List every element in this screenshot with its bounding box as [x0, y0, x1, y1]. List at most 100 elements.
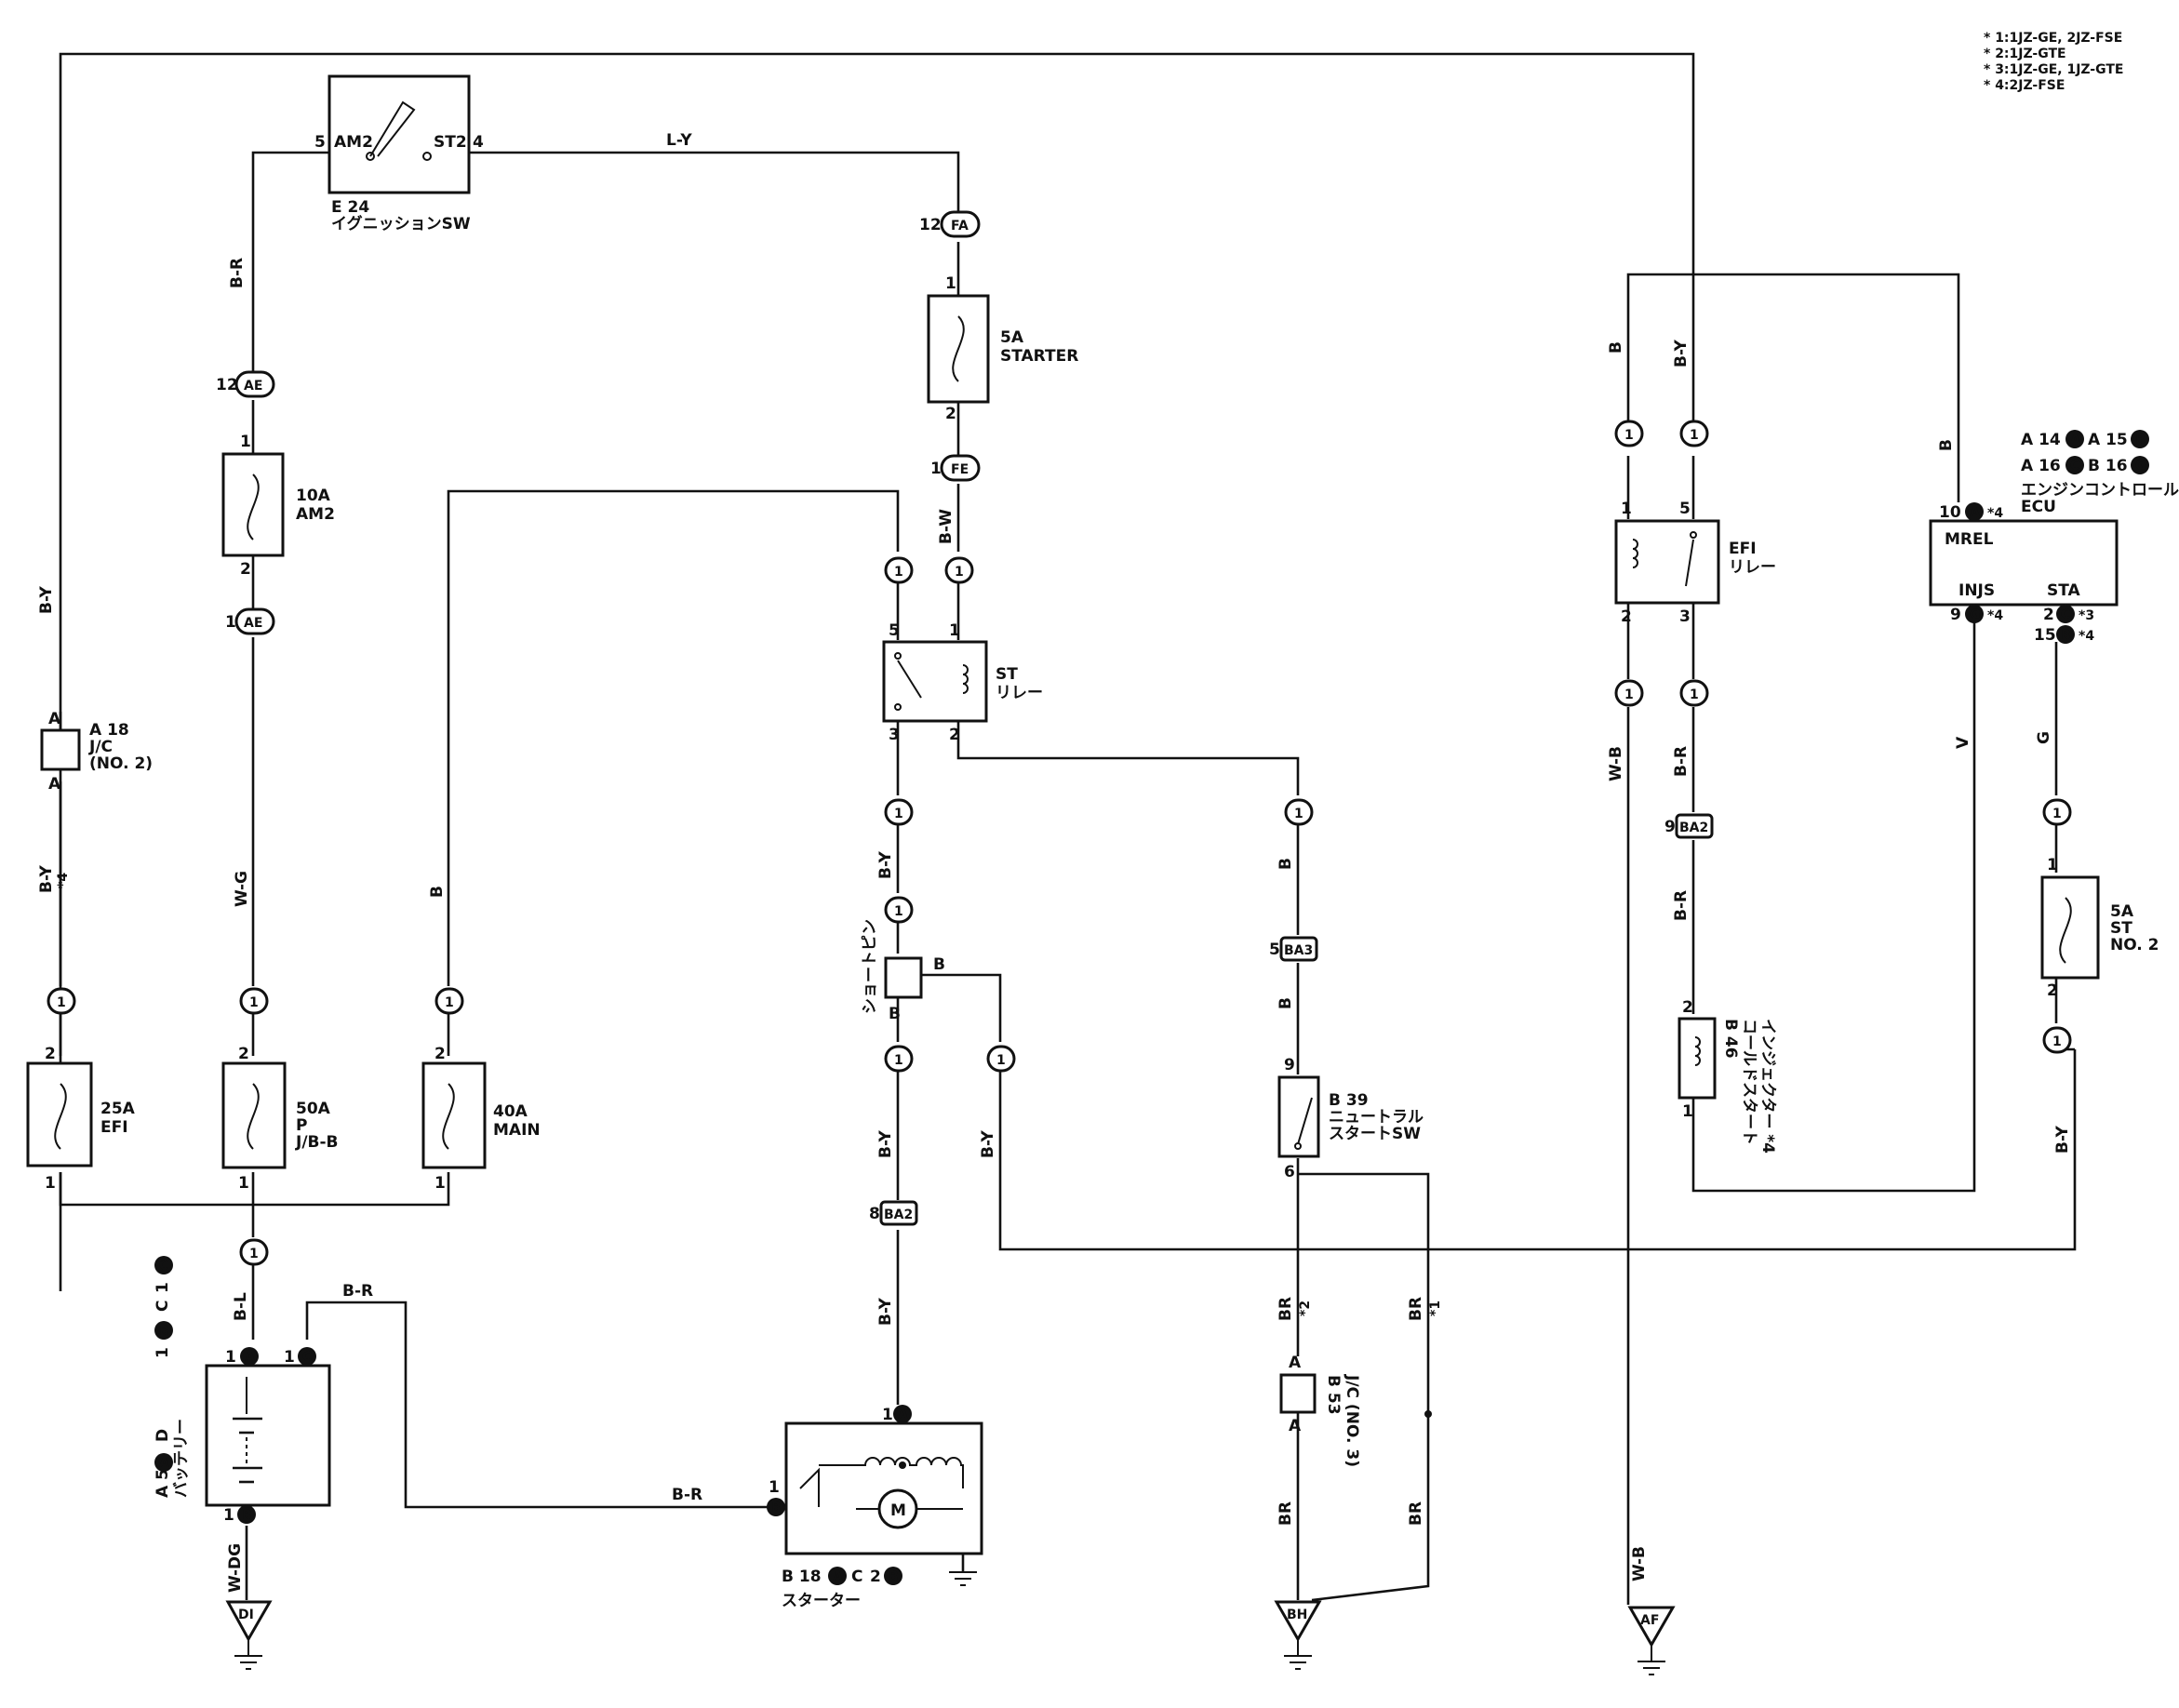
wire-label: B-R	[342, 1282, 373, 1301]
pin-mark: *3	[2079, 608, 2094, 623]
cold-start-sub: インジェクター *4	[1758, 1019, 1777, 1154]
pin-label: 2	[240, 560, 251, 579]
connector-one: 1	[57, 995, 66, 1010]
battery-pin: 1	[154, 1347, 172, 1358]
pin-mark: *4	[1987, 506, 2003, 521]
st-relay-name: ST	[996, 665, 1018, 684]
pin-label: 15	[2034, 626, 2056, 645]
connector-one: 1	[1690, 428, 1699, 443]
ignition-switch: 5 AM2 ST2 4 E 24 イグニッションSW	[314, 74, 484, 234]
circle-letter: C	[2061, 607, 2070, 622]
wire-label: B-R	[1672, 746, 1691, 777]
wire-mark: *2	[1298, 1301, 1313, 1316]
pin-label: 1	[1621, 500, 1632, 518]
pin-label: 12	[919, 216, 942, 234]
pin-label: 1	[2047, 856, 2058, 874]
battery-name: バッテリー	[172, 1419, 191, 1498]
wire-label: G	[2035, 731, 2053, 744]
short-pin: B B ショートピン	[861, 919, 945, 1023]
pin-label: 1	[1682, 1102, 1693, 1121]
legend-line: * 4:2JZ-FSE	[1984, 78, 2065, 93]
jc-pin: A	[1289, 1354, 1302, 1372]
connector-one: 1	[894, 904, 903, 919]
pin-label: 1	[238, 1174, 249, 1193]
pin-label: 2	[2043, 606, 2054, 624]
fuse-name: AM2	[296, 505, 335, 524]
wire-label: B-Y	[979, 1129, 997, 1158]
pin-mark: *4	[1987, 608, 2003, 623]
connector-ba2: BA2	[1679, 821, 1708, 835]
pin-label: 6	[1284, 1163, 1295, 1181]
circle-letter: B	[2135, 433, 2146, 447]
ecu-sub: ECU	[2021, 498, 2056, 516]
connector-one: 1	[1690, 687, 1699, 702]
circle-letter: B	[771, 1501, 782, 1515]
fuse-st-no2: 1 2 5A ST NO. 2	[2040, 856, 2159, 1000]
circle-letter: A	[898, 1408, 908, 1422]
wire-label: B-Y	[37, 585, 56, 614]
wire-label: W-B	[1630, 1546, 1649, 1581]
connector-one: 1	[249, 995, 259, 1010]
efi-relay: 1 5 2 3 EFI リレー	[1614, 500, 1776, 626]
short-pin-pin: B	[933, 955, 945, 974]
pin-label: 2	[949, 726, 960, 744]
connector-one: 1	[894, 807, 903, 821]
connector-one: 1	[249, 1247, 259, 1261]
connector-one: 1	[445, 995, 454, 1010]
wire-label: B	[1277, 858, 1295, 870]
jc-name: J/C	[88, 738, 113, 756]
short-pin-pin: B	[889, 1005, 901, 1023]
ground-bh: BH	[1274, 1600, 1322, 1670]
ignition-pin-right: 4	[473, 133, 484, 152]
wire-mark: *1	[1428, 1301, 1443, 1316]
connector-one: 1	[996, 1053, 1006, 1068]
starter-ref-c: C	[851, 1568, 862, 1586]
circle-letter: A	[833, 1569, 843, 1584]
pin-label: 5	[1679, 500, 1691, 518]
circle-letter: A	[2070, 433, 2080, 447]
connector-one-group: 1 1 1 1 1 1 1 1 1 1 1 1 1 1 1 1 1	[47, 420, 2072, 1266]
connector-one: 1	[2052, 807, 2062, 821]
pin-label: 9	[1284, 1056, 1295, 1074]
wire-label-ly: L-Y	[666, 131, 692, 150]
wire-label: B-Y	[37, 864, 56, 893]
fuse-amp: 50A	[296, 1100, 331, 1118]
pin-label: 2	[1621, 607, 1632, 626]
cold-start-name: コールドスタート	[1740, 1019, 1758, 1145]
wire-label: B-W	[937, 509, 956, 544]
fuse-amp: 5A	[2110, 902, 2134, 921]
fuse-amp: 5A	[1000, 328, 1024, 347]
wire-label: V	[1954, 736, 1972, 749]
jc-pin: A	[1289, 1417, 1302, 1435]
circle-letter: B	[159, 1324, 169, 1339]
wire-label: B-Y	[1672, 339, 1691, 367]
ignition-am2-label: AM2	[334, 133, 373, 152]
legend-line: * 2:1JZ-GTE	[1984, 47, 2066, 61]
fuse-name: P	[296, 1116, 307, 1135]
circle-letter: B	[2061, 628, 2071, 643]
connector-one: 1	[955, 565, 964, 580]
circle-letter: A	[159, 1456, 169, 1471]
ignition-switch-id: E 24	[331, 198, 369, 217]
fuse-main: 2 1 40A MAIN	[421, 1045, 541, 1193]
circle-letter: A	[245, 1350, 255, 1365]
fuse-p: 2 1 50A P J/B-B	[221, 1045, 339, 1193]
circle-letter: B	[242, 1508, 252, 1523]
ignition-switch-name: イグニッションSW	[331, 214, 471, 234]
ecu-injs-label: INJS	[1958, 581, 1995, 600]
pin-label: 5	[1269, 941, 1280, 959]
starter-pin: 1	[882, 1406, 893, 1424]
circle-letter: C	[302, 1350, 312, 1365]
wire-label: W-G	[233, 871, 251, 907]
connector-one: 1	[1624, 687, 1634, 702]
circle-letter: C	[159, 1259, 168, 1274]
circle-letter: G	[1970, 607, 1981, 622]
battery-ref-d: D	[154, 1429, 172, 1442]
circle-letter: C	[2070, 459, 2079, 474]
battery: A 1 C 1 B 1 A 52 A D バッテリー 1 B C 1 C	[154, 1256, 331, 1525]
fuse-amp: 25A	[100, 1100, 136, 1118]
wiring	[59, 52, 2077, 1605]
pin-label: 12	[216, 376, 238, 394]
fuse-amp: 40A	[493, 1102, 528, 1121]
neutral-sw-sub: スタートSW	[1329, 1125, 1421, 1143]
